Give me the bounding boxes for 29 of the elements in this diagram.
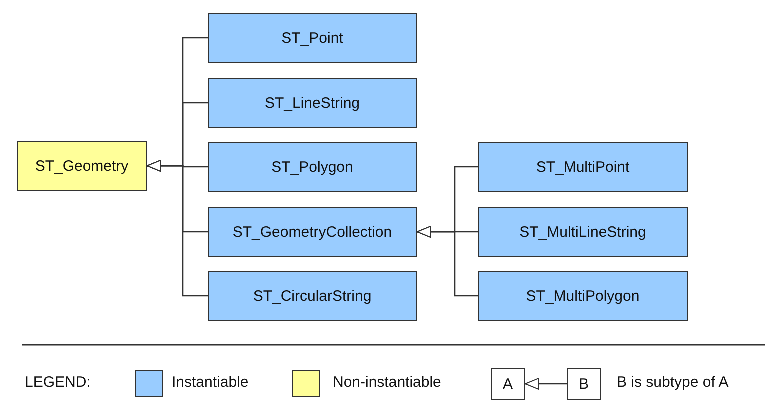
- class-box: [478, 207, 688, 257]
- class-box: [478, 271, 688, 321]
- class-box: [208, 78, 417, 128]
- class-box: [208, 13, 417, 63]
- class-name: ST_MultiPoint: [536, 158, 630, 176]
- class-box: [208, 207, 417, 257]
- class-box: [17, 141, 147, 191]
- class-name: ST_CircularString: [253, 288, 372, 304]
- class-box: [208, 271, 417, 321]
- inheritance-arrow: [525, 378, 567, 390]
- class-name: ST_LineString: [264, 94, 360, 112]
- class-name: ST_MultiPolygon: [526, 288, 640, 304]
- class-name: B: [578, 376, 589, 392]
- class-box: [478, 142, 688, 192]
- class-box: [208, 142, 417, 192]
- class-name: ST_Geometry: [35, 158, 129, 174]
- class-name: ST_Point: [282, 30, 344, 46]
- legend-label: Non-instantiable: [333, 374, 442, 391]
- class-name: ST_GeometryCollection: [232, 224, 392, 240]
- legend-heading: LEGEND:: [25, 374, 91, 391]
- class-name: ST_Polygon: [272, 158, 354, 176]
- sample-box: [567, 368, 601, 400]
- legend-label: Instantiable: [172, 374, 249, 391]
- inheritance-arrow: [147, 160, 208, 297]
- legend-label: B is subtype of A: [617, 374, 729, 391]
- inheritance-arrow: [417, 226, 478, 297]
- class-name: A: [502, 376, 513, 392]
- class-name: ST_MultiLineString: [520, 224, 646, 240]
- sample-box: [491, 368, 525, 400]
